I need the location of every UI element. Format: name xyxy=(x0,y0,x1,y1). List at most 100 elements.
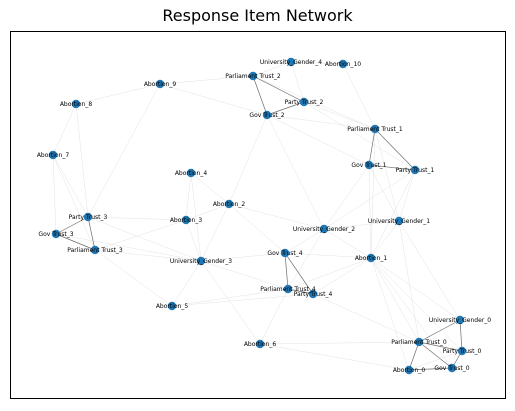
node-university-gender-1 xyxy=(394,216,404,226)
edge-university-gender-1-to-abortion-1 xyxy=(370,220,400,259)
node-university-gender-0 xyxy=(455,315,465,325)
node-label-parliament-trust-3: Parliament Trust_3 xyxy=(67,247,123,254)
edge-parliament-trust-4-to-party-trust-4 xyxy=(287,288,314,295)
node-university-gender-4 xyxy=(286,57,296,67)
edge-party-trust-2-to-parliament-trust-1 xyxy=(303,101,376,130)
node-abortion-3 xyxy=(181,215,191,225)
edge-parliament-trust-1-to-gov-trust-1 xyxy=(368,128,376,166)
edge-abortion-4-to-abortion-2 xyxy=(190,172,230,205)
edge-abortion-9-to-party-trust-3 xyxy=(87,83,161,218)
node-abortion-9 xyxy=(155,79,165,89)
edge-abortion-1-to-university-gender-0 xyxy=(370,257,461,321)
edge-university-gender-2-to-parliament-trust-4 xyxy=(287,228,325,290)
edge-university-gender-1-to-parliament-trust-0 xyxy=(398,220,420,343)
node-gov-trust-4 xyxy=(280,248,290,258)
node-label-abortion-2: Abortion_2 xyxy=(213,201,246,208)
node-party-trust-4 xyxy=(308,289,318,299)
node-label-parliament-trust-4: Parliament Trust_4 xyxy=(260,286,316,293)
edge-parliament-trust-4-to-abortion-6 xyxy=(259,288,289,345)
edge-parliament-trust-0-to-party-trust-0 xyxy=(418,341,463,352)
edge-abortion-3-to-university-gender-3 xyxy=(185,219,202,262)
edge-university-gender-3-to-abortion-6 xyxy=(200,260,261,345)
edge-party-trust-2-to-gov-trust-2 xyxy=(266,101,305,116)
node-label-abortion-8: Abortion_8 xyxy=(60,101,93,108)
node-label-party-trust-0: Party Trust_0 xyxy=(443,348,482,355)
node-label-parliament-trust-2: Parliament Trust_2 xyxy=(225,73,281,80)
edge-university-gender-0-to-parliament-trust-0 xyxy=(418,319,461,343)
edge-parliament-trust-1-to-university-gender-1 xyxy=(374,128,400,222)
edge-parliament-trust-4-to-abortion-1 xyxy=(287,257,372,290)
edge-parliament-trust-0-to-abortion-0 xyxy=(408,341,420,371)
edge-gov-trust-2-to-university-gender-2 xyxy=(266,114,325,230)
edge-gov-trust-4-to-parliament-trust-4 xyxy=(284,252,289,290)
node-parliament-trust-3 xyxy=(90,245,100,255)
node-label-university-gender-1: University_Gender_1 xyxy=(368,218,430,225)
node-label-party-trust-4: Party Trust_4 xyxy=(294,291,333,298)
edge-abortion-7-to-parliament-trust-3 xyxy=(52,154,96,251)
node-label-gov-trust-0: Gov Trust_0 xyxy=(434,365,469,372)
edge-parliament-trust-2-to-party-trust-2 xyxy=(252,75,305,103)
edge-university-gender-1-to-university-gender-0 xyxy=(398,220,461,321)
node-abortion-8 xyxy=(71,99,81,109)
edge-abortion-3-to-abortion-2 xyxy=(185,203,230,221)
diagram-title: Response Item Network xyxy=(162,6,353,25)
edge-gov-trust-1-to-university-gender-2 xyxy=(323,164,370,230)
edge-university-gender-2-to-university-gender-1 xyxy=(323,220,400,230)
edges-layer xyxy=(52,61,463,371)
edge-abortion-2-to-gov-trust-4 xyxy=(228,203,286,254)
node-gov-trust-3 xyxy=(51,229,61,239)
edge-abortion-1-to-gov-trust-0 xyxy=(370,257,453,369)
edge-abortion-2-to-university-gender-2 xyxy=(228,203,325,230)
node-label-university-gender-2: University_Gender_2 xyxy=(293,226,355,233)
node-label-parliament-trust-1: Parliament Trust_1 xyxy=(347,126,403,133)
node-abortion-6 xyxy=(255,339,265,349)
edge-parliament-trust-3-to-abortion-3 xyxy=(94,219,187,251)
edge-parliament-trust-1-to-abortion-1 xyxy=(370,128,376,259)
node-label-abortion-5: Abortion_5 xyxy=(156,303,189,310)
edge-abortion-9-to-abortion-8 xyxy=(75,83,161,105)
node-abortion-7 xyxy=(48,150,58,160)
edge-university-gender-4-to-abortion-10 xyxy=(290,61,344,65)
node-label-gov-trust-3: Gov Trust_3 xyxy=(38,231,73,238)
edge-party-trust-4-to-parliament-trust-0 xyxy=(312,293,420,343)
node-label-party-trust-1: Party Trust_1 xyxy=(396,167,435,174)
node-parliament-trust-0 xyxy=(414,337,424,347)
edge-abortion-6-to-abortion-0 xyxy=(259,343,410,371)
node-abortion-4 xyxy=(186,168,196,178)
edge-abortion-1-to-parliament-trust-0 xyxy=(370,257,420,343)
edge-parliament-trust-1-to-party-trust-1 xyxy=(374,128,416,171)
edge-party-trust-2-to-party-trust-1 xyxy=(303,101,416,171)
node-label-university-gender-3: University_Gender_3 xyxy=(170,258,232,265)
edge-abortion-8-to-abortion-7 xyxy=(52,103,77,156)
edge-abortion-10-to-parliament-trust-1 xyxy=(342,63,376,130)
edge-abortion-8-to-party-trust-3 xyxy=(75,103,89,218)
node-label-university-gender-0: University_Gender_0 xyxy=(429,317,491,324)
edge-party-trust-3-to-university-gender-3 xyxy=(87,216,202,262)
edge-gov-trust-3-to-parliament-trust-3 xyxy=(55,233,96,251)
edge-abortion-6-to-parliament-trust-0 xyxy=(259,341,420,345)
edge-gov-trust-1-to-party-trust-1 xyxy=(368,164,416,171)
edge-abortion-7-to-gov-trust-3 xyxy=(52,154,57,235)
node-label-university-gender-4: University_Gender_4 xyxy=(260,59,322,66)
edge-abortion-2-to-university-gender-3 xyxy=(200,203,230,262)
node-abortion-2 xyxy=(224,199,234,209)
node-label-abortion-6: Abortion_6 xyxy=(244,341,277,348)
node-label-party-trust-2: Party Trust_2 xyxy=(285,99,324,106)
edge-university-gender-2-to-abortion-1 xyxy=(323,228,372,259)
plot-frame xyxy=(10,31,506,399)
edge-party-trust-4-to-abortion-1 xyxy=(312,257,372,295)
edge-university-gender-3-to-abortion-5 xyxy=(171,260,202,307)
edge-abortion-5-to-party-trust-4 xyxy=(171,293,314,307)
edge-party-trust-1-to-abortion-1 xyxy=(370,169,416,259)
edge-parliament-trust-4-to-university-gender-3 xyxy=(200,260,289,290)
edge-gov-trust-2-to-abortion-2 xyxy=(228,114,268,205)
node-label-party-trust-3: Party Trust_3 xyxy=(69,214,108,221)
edge-gov-trust-2-to-gov-trust-1 xyxy=(266,114,370,166)
node-party-trust-3 xyxy=(83,212,93,222)
edge-abortion-9-to-gov-trust-2 xyxy=(159,83,268,116)
node-parliament-trust-4 xyxy=(283,284,293,294)
edge-gov-trust-4-to-abortion-1 xyxy=(284,252,372,259)
edge-parliament-trust-3-to-university-gender-3 xyxy=(94,249,202,262)
node-abortion-0 xyxy=(404,365,414,375)
